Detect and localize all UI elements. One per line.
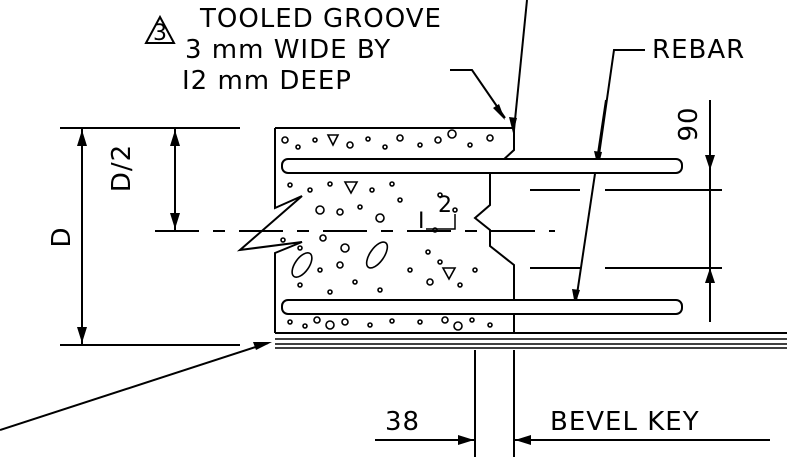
half-depth-dimension: D/2 — [107, 128, 180, 231]
note-triangle-symbol: 3 — [144, 14, 176, 46]
depth-dimension: D — [47, 127, 240, 346]
cover-dimension-90: 90 — [530, 100, 722, 322]
key-width-label: 38 — [385, 407, 420, 437]
aggregate-texture — [280, 129, 494, 331]
base-leader — [0, 342, 272, 431]
note-line-1: TOOLED GROOVE — [199, 4, 442, 34]
note-line-2: 3 mm WIDE BY — [185, 35, 391, 65]
key-width-dimension: 38 BEVEL KEY — [375, 350, 770, 457]
base-layers — [275, 332, 787, 349]
rebar-label: REBAR — [652, 35, 745, 65]
note-number: 3 — [153, 21, 167, 46]
slope-run: I — [418, 209, 425, 234]
note-line-3: I2 mm DEEP — [182, 66, 352, 96]
rebar-bottom — [281, 299, 683, 315]
groove-leader — [450, 0, 528, 133]
rebar-top — [281, 158, 683, 174]
concrete-slab — [236, 127, 683, 334]
slope-indicator: 2 I — [418, 193, 456, 234]
rebar-leaders — [572, 49, 645, 305]
half-depth-label: D/2 — [107, 144, 137, 192]
bevel-key-label: BEVEL KEY — [550, 407, 700, 437]
slope-rise: 2 — [438, 193, 452, 218]
depth-label: D — [47, 226, 77, 247]
cover-dim-label: 90 — [674, 106, 704, 141]
